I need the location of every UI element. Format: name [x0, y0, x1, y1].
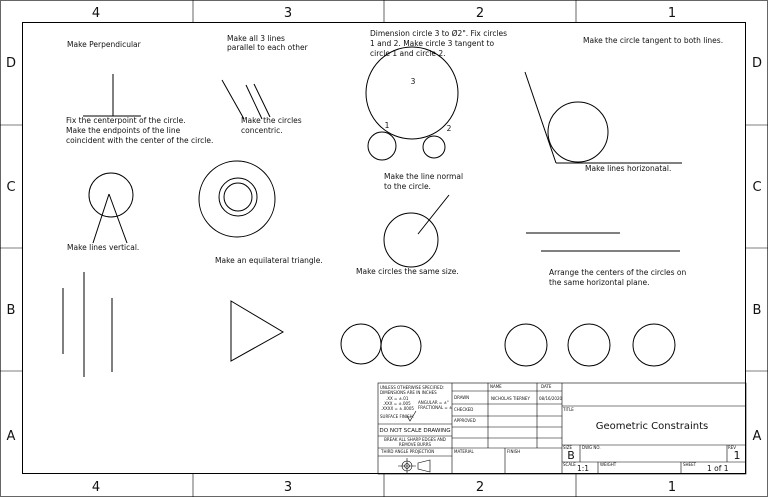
tb-sheet-label: SHEET [683, 462, 697, 467]
note-horizontal: Make lines horizonatal. [585, 164, 671, 173]
tb-col-name: NAME [490, 384, 502, 389]
note-dimension-circle-line-1: Dimension circle 3 to Ø2". Fix circles [370, 29, 507, 38]
normal-circle[interactable] [383, 212, 439, 268]
zone-col-3-top: 3 [284, 6, 292, 21]
tb-row-checked: CHECKED [454, 407, 473, 412]
note-tangent-both: Make the circle tangent to both lines. [583, 36, 723, 45]
horizontal-plane-circles[interactable] [504, 323, 676, 367]
note-concentric-line-1: Make the circles [241, 116, 302, 125]
note-parallel-line-2: parallel to each other [227, 43, 309, 52]
note-parallel-line-1: Make all 3 lines [227, 34, 285, 43]
zone-row-a-left: A [7, 429, 16, 444]
note-dimension-circle-line-2: 1 and 2. Make circle 3 tangent to [370, 39, 495, 48]
tb-unless-2: DIMENSIONS ARE IN INCHES [380, 390, 437, 395]
triangle[interactable] [230, 300, 285, 362]
tb-unless-1: UNLESS OTHERWISE SPECIFIED: [380, 385, 444, 390]
third-angle-projection-icon [398, 458, 431, 474]
tb-third-angle: THIRD ANGLE PROJECTION [380, 449, 434, 454]
zone-row-d-left: D [6, 56, 16, 71]
tb-angular: ANGULAR = ±° [418, 400, 449, 405]
zone-row-c-right: C [752, 180, 761, 195]
tb-break-edges-1: BREAK ALL SHARP EDGES AND [384, 437, 446, 442]
note-vertical: Make lines vertical. [67, 243, 139, 252]
zone-row-a-right: A [753, 429, 762, 444]
tb-finish: FINISH [507, 449, 520, 454]
circle-1-label: 1 [385, 121, 390, 130]
perpendicular-lines[interactable] [83, 74, 141, 117]
tangent-lines[interactable] [524, 71, 682, 164]
tb-tol-1: .XX = ±.01 [386, 396, 409, 401]
tb-weight-label: WEIGHT [600, 462, 617, 467]
circle-2-label: 2 [447, 124, 452, 133]
drawing-border [22, 22, 746, 474]
zone-col-3-bottom: 3 [284, 480, 292, 495]
note-fix-center-line-2: Make the endpoints of the line [66, 126, 181, 135]
note-dimension-circle-line-3: circle 1 and circle 2. [370, 49, 445, 58]
tb-drawn-date: 08/16/2020 [539, 396, 563, 401]
same-size-circles[interactable] [340, 323, 422, 367]
zone-col-2-top: 2 [476, 6, 484, 21]
note-centers-line-2: the same horizontal plane. [549, 278, 650, 287]
tb-row-drawn: DRAWN [454, 395, 469, 400]
note-fix-center-line-1: Fix the centerpoint of the circle. [66, 116, 186, 125]
tb-scale-value: 1:1 [577, 464, 589, 473]
zone-col-4-top: 4 [92, 6, 100, 21]
tb-tol-3: .XXXX = ±.0005 [381, 406, 414, 411]
tb-rev-label: REV [728, 445, 736, 450]
tb-break-edges-2: REMOVE BURRS [399, 442, 432, 447]
drawing-title: Geometric Constraints [596, 421, 708, 432]
tb-sheet-value: 1 of 1 [707, 464, 729, 473]
note-normal-line-1: Make the line normal [384, 172, 463, 181]
zone-row-c-left: C [6, 180, 15, 195]
center-circle[interactable] [88, 172, 134, 218]
tb-surface-finish: SURFACE FINISH: [380, 414, 414, 419]
circle-3-label: 3 [411, 77, 416, 86]
normal-line[interactable] [417, 194, 450, 235]
v-lines[interactable] [92, 193, 128, 244]
zone-row-b-left: B [7, 303, 16, 318]
tb-fractional: FRACTIONAL = ± [418, 405, 452, 410]
note-concentric-line-2: concentric. [241, 126, 283, 135]
tb-col-date: DATE [541, 384, 552, 389]
tangent-circle[interactable] [547, 101, 609, 163]
zone-row-b-right: B [753, 303, 762, 318]
title-block [377, 382, 747, 475]
tb-row-approved: APPROVED [454, 418, 476, 423]
surface-finish-icon [406, 410, 417, 422]
tb-material: MATERIAL [454, 449, 475, 454]
note-perpendicular: Make Perpendicular [67, 40, 142, 49]
tb-title-label: TITLE [562, 407, 574, 412]
note-fix-center-line-3: coincident with the center of the circle… [66, 136, 213, 145]
note-centers-line-1: Arrange the centers of the circles on [549, 268, 687, 277]
skewed-parallel-lines[interactable] [221, 79, 271, 120]
concentric-circles[interactable] [198, 160, 276, 238]
zone-col-1-top: 1 [668, 6, 676, 21]
zone-col-1-bottom: 1 [668, 480, 676, 495]
tb-scale-label: SCALE [563, 462, 576, 467]
note-same-size: Make circles the same size. [356, 267, 459, 276]
note-normal-line-2: to the circle. [384, 182, 431, 191]
tb-rev-value: 1 [734, 449, 741, 462]
note-equilateral: Make an equilateral triangle. [215, 256, 323, 265]
tb-do-not-scale: DO NOT SCALE DRAWING [379, 428, 450, 434]
tb-tol-2: .XXX = ±.005 [383, 401, 411, 406]
tb-size-label: SIZE [563, 445, 572, 450]
circle-3[interactable] [365, 46, 459, 140]
circle-1[interactable] [367, 131, 397, 161]
tb-drawn-name: NICHOLAS TIERNEY [491, 396, 530, 401]
zone-row-d-right: D [752, 56, 762, 71]
zone-col-2-bottom: 2 [476, 480, 484, 495]
horizontal-lines[interactable] [526, 232, 680, 252]
tb-size-value: B [567, 449, 575, 462]
circle-2[interactable] [422, 135, 446, 159]
zone-col-4-bottom: 4 [92, 480, 100, 495]
vertical-lines[interactable] [62, 272, 113, 377]
tb-dwg-no-label: DWG NO. [582, 445, 601, 450]
